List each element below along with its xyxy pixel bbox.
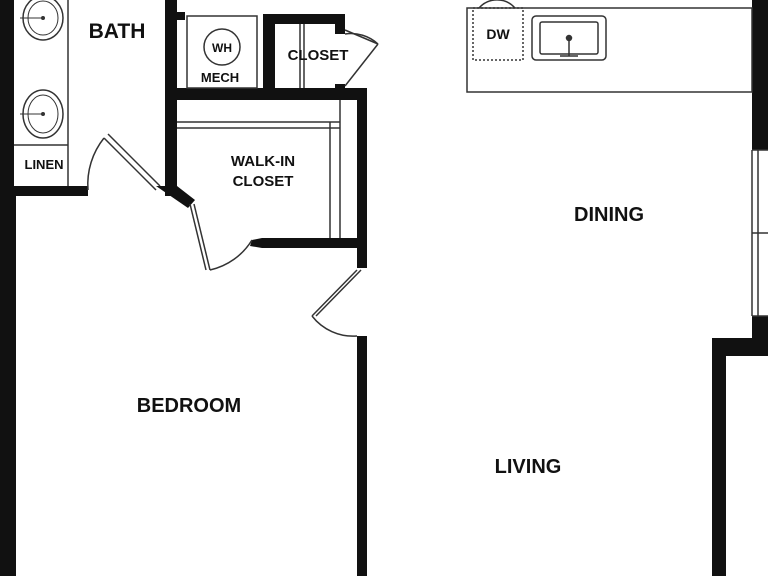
room-label-bath: BATH — [89, 20, 146, 43]
thin-lines — [14, 0, 768, 317]
label-water-heater: WH — [212, 41, 232, 55]
label-linen: LINEN — [25, 157, 64, 172]
label-mech: MECH — [201, 70, 239, 85]
label-dishwasher: DW — [486, 26, 510, 42]
sink-lower — [20, 89, 64, 139]
room-label-bedroom: BEDROOM — [137, 395, 241, 417]
room-label-living: LIVING — [495, 456, 562, 478]
label-walk-in-line2: CLOSET — [233, 173, 294, 190]
room-label-dining: DINING — [574, 204, 644, 226]
water-heater-icon — [203, 28, 241, 66]
door-swings — [87, 0, 516, 337]
label-closet: CLOSET — [288, 47, 349, 64]
sink-upper — [20, 0, 64, 41]
label-walk-in-line1: WALK-IN — [231, 153, 295, 170]
kitchen-sink-icon — [531, 15, 607, 61]
